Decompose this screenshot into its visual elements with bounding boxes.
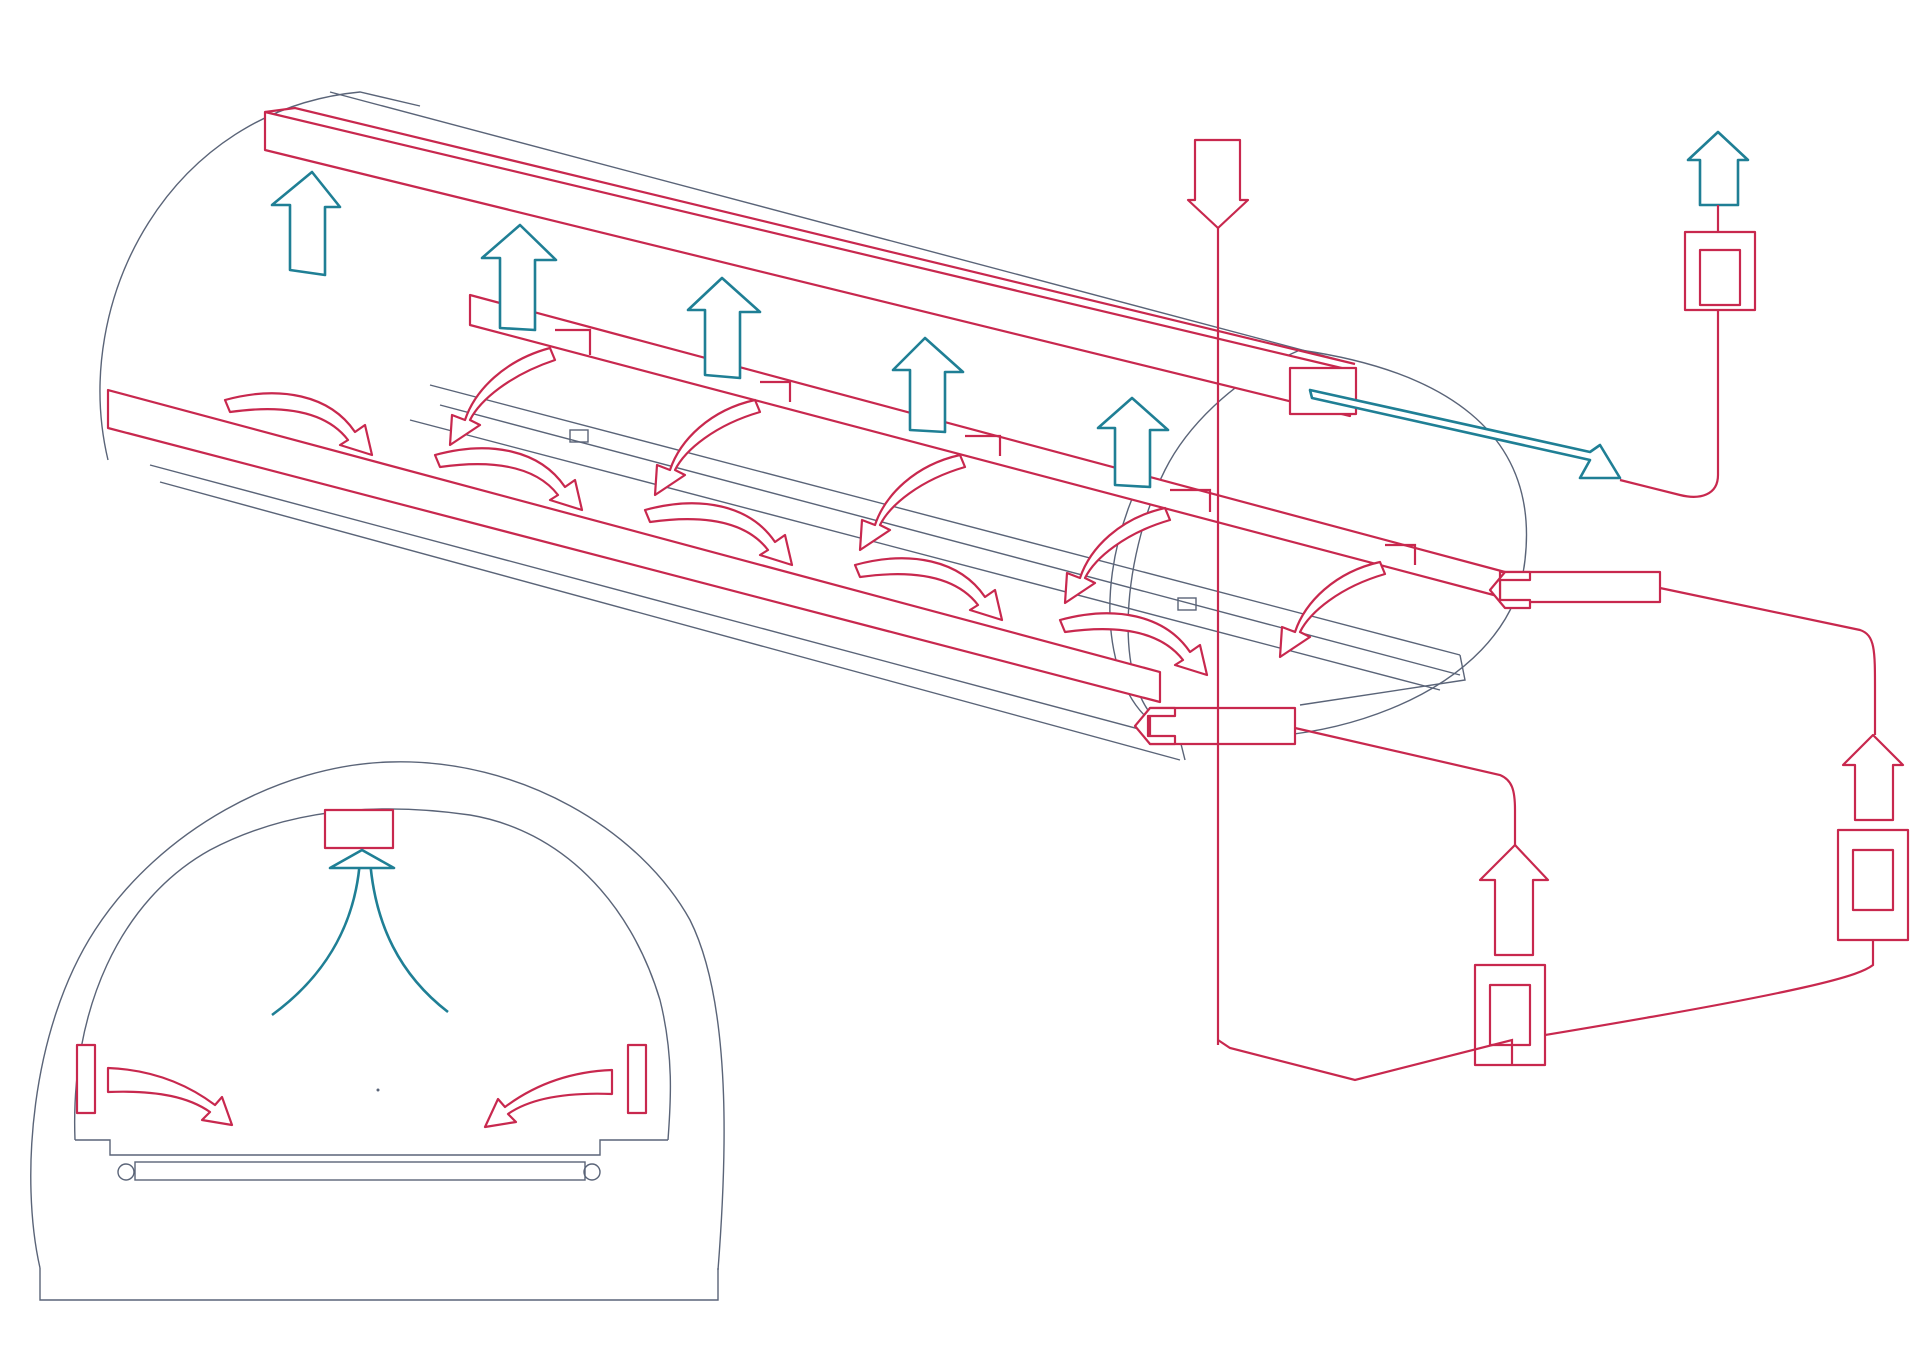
supply-outlet	[1385, 543, 1417, 565]
exhaust-duct	[263, 106, 1358, 418]
supply-outlet	[1170, 488, 1212, 512]
supply-inlet-arrow-icon	[1488, 570, 1532, 610]
road-marker	[569, 429, 589, 443]
supply-arrow-curved-icon	[853, 557, 1004, 622]
road-line-5	[409, 419, 1441, 691]
exhaust-flow-line	[271, 859, 362, 1017]
supply-outlet	[555, 328, 592, 355]
supply-arrow-curved-icon	[433, 447, 584, 512]
supply-duct-left-body	[106, 388, 1162, 704]
road-line-3	[429, 384, 1461, 656]
road-marker	[1177, 597, 1197, 611]
supply-fan-arrow-up-icon	[1478, 843, 1550, 957]
exhaust-duct-section	[323, 808, 395, 850]
exhaust-flow-line	[368, 859, 449, 1014]
cross-section-inner	[73, 808, 672, 1141]
exhaust-arrow-up-icon	[480, 223, 558, 332]
supply-arrow-curved-icon	[1063, 506, 1172, 605]
supply-flow-arrows-upper	[448, 346, 1387, 659]
exhaust-arrow-up-icon	[1096, 396, 1170, 489]
supply-flow-arrows-lower	[223, 392, 1532, 746]
fan-station-supply-right	[1514, 586, 1910, 1042]
exhaust-flow-arrows	[270, 170, 1622, 489]
fresh-air-intake	[1186, 138, 1250, 1045]
supply-arrow-curved-icon	[106, 1066, 234, 1127]
supply-duct-section-right	[626, 1043, 648, 1115]
supply-arrow-curved-icon	[448, 346, 557, 447]
exhaust-duct-top-edge	[264, 106, 1356, 366]
drain-right	[583, 1163, 601, 1181]
tunnel-roof-line	[329, 91, 1341, 361]
supply-arrow-curved-icon	[483, 1068, 614, 1129]
cross-section-floor	[75, 1139, 668, 1156]
supply-inlet-arrow-icon	[1133, 706, 1177, 746]
road-edge-right	[1299, 654, 1466, 706]
road-line-2	[159, 481, 1181, 761]
fan-station-supply-left	[1217, 726, 1550, 1082]
exhaust-fan-rotor	[1698, 248, 1742, 307]
tunnel-portal-left	[99, 91, 421, 461]
exhaust-duct-outlet	[1288, 366, 1358, 416]
road-line-1	[149, 464, 1181, 741]
supply-fan-line	[1217, 726, 1517, 1082]
supply-fan-rotor	[1488, 983, 1532, 1047]
supply-fan-line	[1514, 586, 1877, 1042]
center-dot	[376, 1088, 380, 1092]
supply-arrow-curved-icon	[1278, 560, 1387, 659]
exhaust-arrow-up-icon	[328, 848, 396, 870]
tunnel-structure	[99, 91, 1528, 761]
supply-fan-rotor	[1851, 848, 1895, 912]
cross-section-outline	[30, 761, 725, 1271]
supply-outlet	[965, 434, 1002, 456]
supply-outlet	[760, 380, 792, 402]
supply-fan-housing	[1473, 963, 1547, 1067]
intake-arrow-down-icon	[1186, 138, 1250, 230]
exhaust-arrow-up-icon	[1686, 130, 1750, 207]
supply-duct-left	[106, 388, 1297, 746]
cross-section	[30, 761, 725, 1301]
supply-arrow-curved-icon	[858, 453, 967, 552]
exhaust-fan-line	[1619, 205, 1720, 498]
road-slab	[134, 1161, 586, 1181]
supply-arrow-curved-icon	[223, 392, 374, 457]
supply-arrow-curved-icon	[643, 502, 794, 567]
supply-fan-arrow-up-icon	[1841, 733, 1905, 822]
exhaust-duct-body	[263, 110, 1352, 418]
supply-arrow-curved-icon	[653, 398, 762, 497]
exhaust-arrow-up-icon	[891, 336, 965, 434]
exhaust-arrow-up-icon	[270, 170, 342, 277]
supply-duct-section-left	[75, 1043, 97, 1115]
drain-left	[117, 1163, 135, 1181]
exhaust-arrow-up-icon	[686, 276, 762, 380]
fan-station-exhaust	[1619, 130, 1757, 498]
exhaust-arrow-out-icon	[1308, 388, 1622, 480]
supply-arrow-curved-icon	[1058, 612, 1209, 677]
cross-section-base	[39, 1268, 719, 1301]
